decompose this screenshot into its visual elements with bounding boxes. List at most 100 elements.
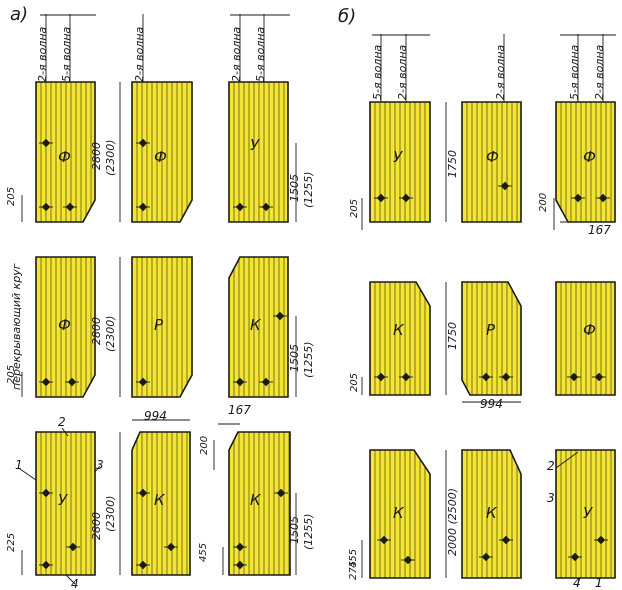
panel-a-r3-p3 [228,431,291,576]
panel-outline-a-r3-p1 [35,431,96,576]
panel-b-r1-p3 [555,101,616,223]
anchor-point-a-r3-p3-0 [276,488,286,498]
letter-b-r2-p3: Ф [583,321,596,339]
panel-outline-b-r3-p2 [461,449,522,579]
section-label-a: а) [10,4,28,25]
dim-a-r3-p3-right-alt: (1255) [302,513,315,550]
dim-a-r3-p2-height-alt: (2300) [104,495,117,532]
letter-a-r3-p1: У [58,491,68,509]
anchor-point-b-r2-p3-0 [569,372,579,382]
anchor-point-b-r3-p2-0 [481,552,491,562]
panel-outline-a-r3-p2 [131,431,191,576]
letter-a-r1-p3: У [250,136,260,154]
panel-b-r3-p3 [555,449,616,579]
anchor-point-a-r1-p2-1 [138,202,148,212]
letter-b-r1-p2: Ф [486,148,499,166]
anchor-point-b-r1-p1-0 [376,193,386,203]
dim-b-r2-p2-width: 994 [480,397,503,411]
dim-a-r3-p3-top: 200 [199,436,210,455]
dim-a-r1-p2-height: 2800 [90,142,103,170]
anchor-point-a-r1-p1-0 [41,138,51,148]
panel-a-r3-p1 [35,431,96,576]
dim-a-r3-p3-offset: 167 [228,403,251,417]
panel-outline-b-r1-p3 [555,101,616,223]
dim-b-r3-p2-height: 2000 (2500) [446,488,459,556]
dim-b-r3-p1-left: 455 [348,549,359,568]
dim-b-r1-p1-left: 205 [349,199,360,218]
panel-b-r1-p1 [369,101,431,223]
callout-a-r3-3: 3 [96,458,104,472]
letter-b-r3-p1: К [393,504,405,522]
callout-b-r3-1: 1 [595,576,603,590]
letter-b-r2-p1: К [393,321,405,339]
dim-a-r3-p2-width: 994 [144,409,167,423]
dim-a-r1-p1-left: 205 [6,187,17,206]
dim-a-r2-p3-right: 1505 [288,344,301,372]
callout-leader-3 [65,574,76,585]
anchor-point-b-r3-p3-1 [596,535,606,545]
panel-stripes-a-r3-p1 [40,432,92,575]
panel-outline-b-r1-p2 [461,101,522,223]
wave-label-b3-5: 5-я волна [568,44,581,100]
callout-leader-7 [597,577,601,587]
panel-outline-b-r2-p1 [369,281,431,396]
dim-b-r1-p3-left: 200 [538,193,549,212]
panel-fill-a-r3-p2 [132,432,190,575]
panel-outline-a-r1-p2 [131,81,193,223]
panel-stripes-a-r2-p2 [136,257,188,397]
callout-leader-0 [19,468,37,481]
panel-stripes-a-r2-p1 [40,257,92,397]
dim-a-r1-p2-height-alt: (2300) [104,139,117,176]
wave-label-b2-2: 2-я волна [494,44,507,100]
panel-stripes-a-r3-p3 [233,432,290,575]
letter-b-r1-p1: У [393,148,403,166]
anchor-point-b-r2-p2-1 [501,372,511,382]
anchor-point-b-r2-p2-0 [481,372,491,382]
panel-outline-b-r2-p2 [461,281,522,396]
dim-a-r2-p2-height-alt: (2300) [104,315,117,352]
dim-a-r2-p3-right-alt: (1255) [302,341,315,378]
anchor-point-a-r3-p1-0 [41,488,51,498]
panel-outline-b-r1-p1 [369,101,431,223]
anchor-point-b-r3-p1-0 [379,535,389,545]
wave-label-a3-2: 2-я волна [230,26,243,82]
panel-stripes-b-r1-p1 [374,102,426,222]
panel-stripes-a-r1-p1 [40,82,92,222]
panel-a-r1-p2 [131,81,193,223]
dim-b-r1-p3-offset: 167 [588,223,611,237]
callout-b-r3-2: 2 [547,459,555,473]
wave-label-a3-5: 5-я волна [254,26,267,82]
anchor-point-a-r1-p1-2 [65,202,75,212]
callout-leader-4 [555,451,579,469]
panel-stripes-a-r2-p3 [233,257,285,397]
anchor-point-a-r2-p3-1 [235,377,245,387]
panel-stripes-a-r1-p3 [233,82,285,222]
dim-a-r1-p3-right-alt: (1255) [302,171,315,208]
panel-a-r3-p2 [131,431,191,576]
panel-b-r3-p2 [461,449,522,579]
dim-a-r1-p3-right: 1505 [288,174,301,202]
panel-stripes-b-r3-p1 [374,450,426,578]
anchor-point-b-r3-p2-1 [501,535,511,545]
dim-a-r3-p3-left: 455 [198,543,209,562]
anchor-point-a-r2-p2-0 [138,377,148,387]
letter-a-r3-p2: К [154,491,166,509]
letter-a-r2-p3: К [250,316,262,334]
letter-a-r3-p3: К [250,491,262,509]
panel-outline-b-r2-p3 [555,281,616,396]
wave-label-a1-5: 5-я волна [60,26,73,82]
panel-a-r2-p3 [228,256,289,398]
wave-label-b3-2: 2-я волна [593,44,606,100]
dim-b-r1-p2-height: 1750 [446,150,459,178]
callout-leader-6 [576,577,581,587]
callout-b-r3-3: 3 [547,491,555,505]
panel-a-r1-p3 [228,81,289,223]
wave-label-a2-2: 2-я волна [133,26,146,82]
dim-a-r2-p2-height: 2800 [90,317,103,345]
panel-outline-a-r1-p3 [228,81,289,223]
panel-b-r1-p2 [461,101,522,223]
panel-stripes-b-r1-p2 [466,102,518,222]
anchor-point-a-r2-p3-2 [261,377,271,387]
letter-b-r1-p3: Ф [583,148,596,166]
